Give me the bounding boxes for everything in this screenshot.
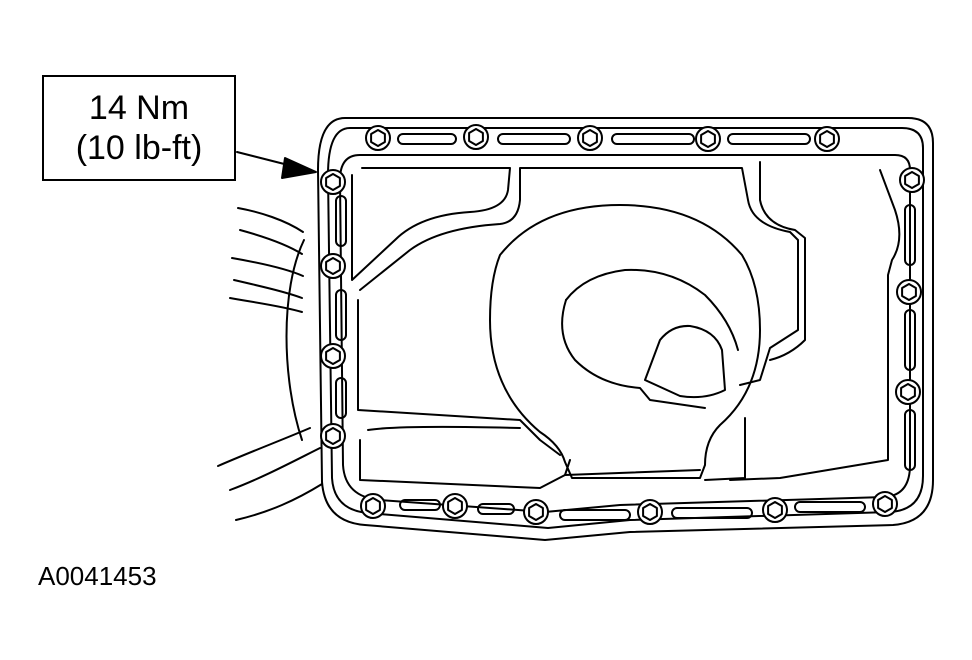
bolt-head [320, 423, 346, 449]
bolt-head [320, 253, 346, 279]
bolt-head [523, 499, 549, 525]
bolt-head [872, 491, 898, 517]
pan-flange-inner [327, 127, 924, 529]
bolt-head [360, 493, 386, 519]
figure-id: A0041453 [38, 561, 157, 591]
pan-contours [351, 161, 901, 489]
bolt-head [814, 126, 840, 152]
bolt-head [365, 125, 391, 151]
bolt-head [463, 124, 489, 150]
sump-bowl [489, 204, 761, 479]
bolt-head [899, 167, 925, 193]
pan-outer-flange [317, 117, 934, 541]
bolt-head [695, 126, 721, 152]
torque-callout-box: 14 Nm (10 lb-ft) [42, 75, 236, 181]
engine-block-lines [217, 207, 323, 521]
pan-bolts [320, 124, 925, 525]
bolt-head [320, 169, 346, 195]
bolt-head [577, 125, 603, 151]
bolt-head [896, 279, 922, 305]
drain-plug-area [644, 324, 726, 399]
bolt-head [637, 499, 663, 525]
pan-inner-wall [339, 154, 911, 513]
bolt-head [895, 379, 921, 405]
torque-lbft-label: (10 lb-ft) [75, 129, 203, 167]
torque-nm-label: 14 Nm [88, 89, 190, 127]
flange-slots [335, 133, 916, 521]
bolt-head [320, 343, 346, 369]
bolt-head [442, 493, 468, 519]
bolt-head [762, 497, 788, 523]
callout-arrow [236, 151, 317, 179]
